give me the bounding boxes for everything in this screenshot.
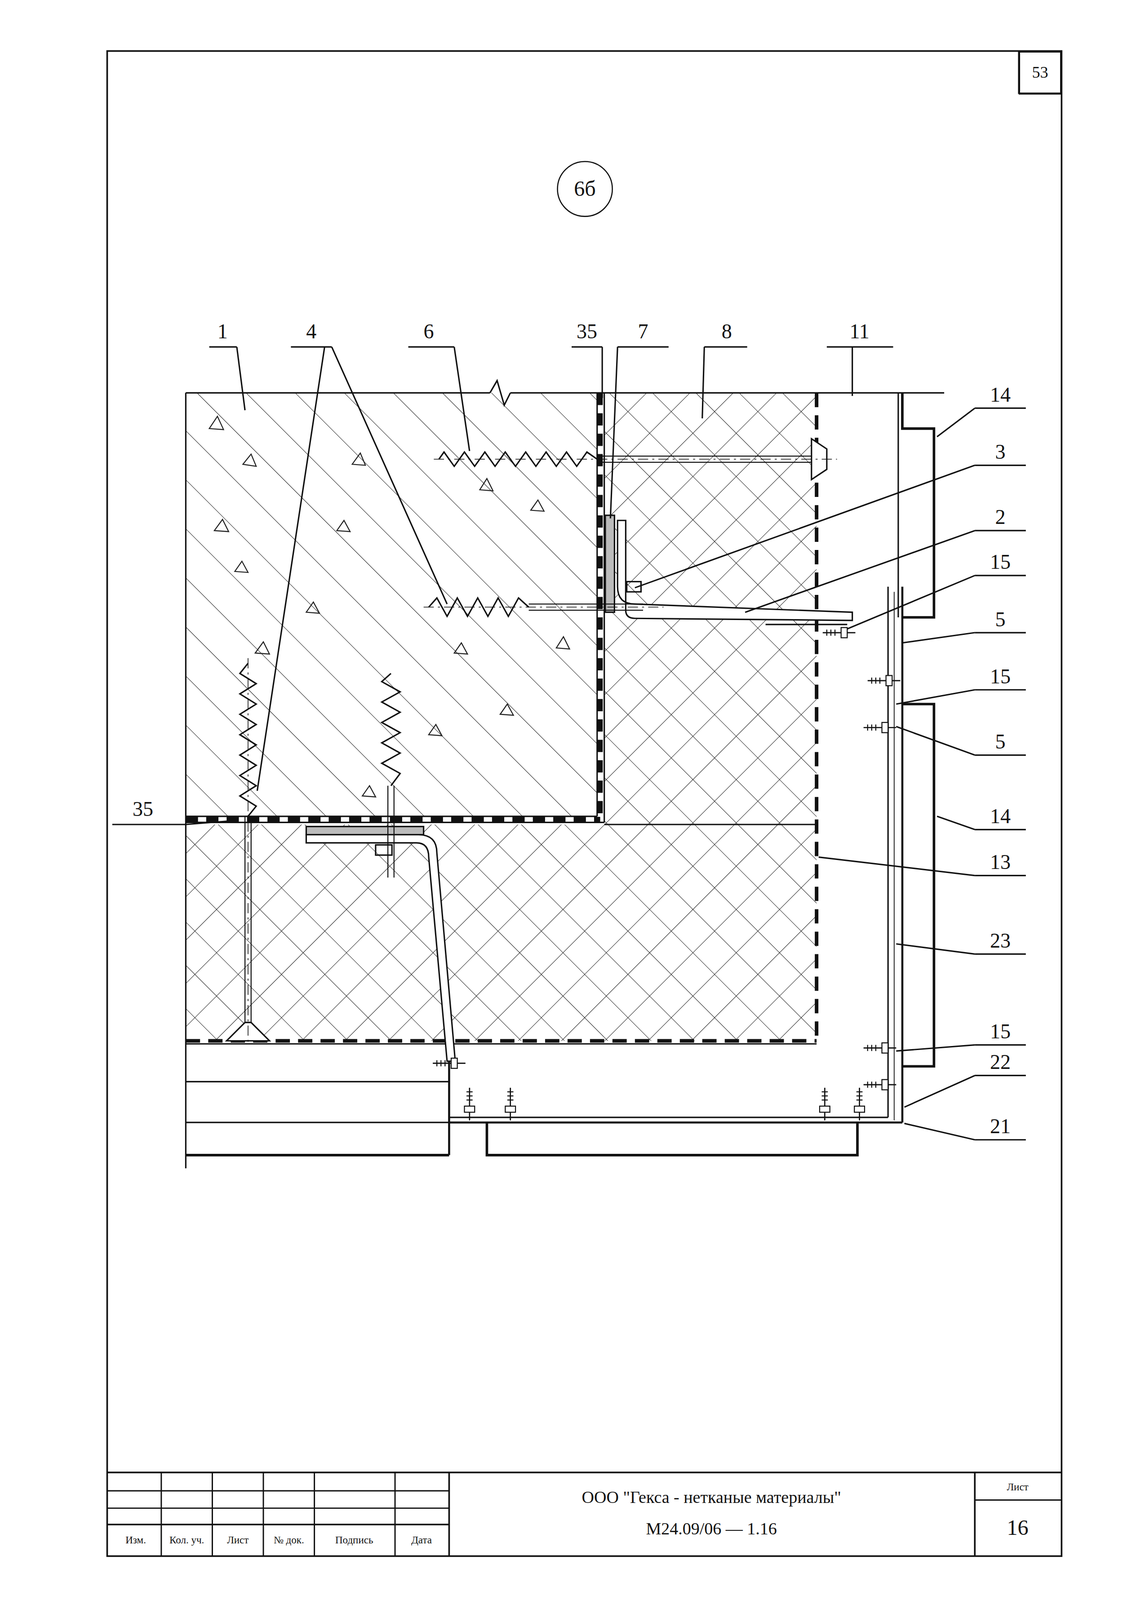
callout-number: 4: [304, 321, 319, 342]
title-block-text: Подпись: [333, 1535, 375, 1546]
callout-number: 21: [988, 1116, 1013, 1137]
callout-number: 35: [574, 321, 600, 342]
title-block-text: Лист: [225, 1535, 251, 1546]
callout-number: 3: [993, 441, 1008, 463]
title-block-text: Лист: [1005, 1481, 1031, 1492]
callout-number: 15: [988, 551, 1013, 573]
callout-number: 23: [988, 930, 1013, 952]
title-block-text: 16: [1005, 1517, 1031, 1539]
callout-number: 14: [988, 384, 1013, 406]
node-text: 6б: [573, 177, 596, 200]
page-number-box: 53: [1018, 51, 1062, 94]
callout-number: 7: [635, 321, 650, 342]
callout-number: 13: [988, 852, 1013, 873]
callout-number: 11: [847, 321, 871, 342]
callout-number: 22: [988, 1052, 1013, 1073]
title-block-text: № док.: [271, 1535, 307, 1546]
callout-number: 15: [988, 666, 1013, 688]
callout-number: 5: [993, 609, 1008, 631]
node-text: 53: [1032, 64, 1049, 81]
callout-number: 2: [993, 506, 1008, 528]
callout-number: 8: [719, 321, 734, 342]
callout-number: 1: [215, 321, 230, 342]
title-block-text: ООО "Гекса - нетканые материалы": [580, 1488, 844, 1506]
detail-circle: 6б: [556, 160, 614, 218]
title-block-text: М24.09/06 — 1.16: [643, 1520, 779, 1538]
callout-number: 15: [988, 1021, 1013, 1043]
callout-number: 6: [421, 321, 436, 342]
title-block-text: Изм.: [123, 1535, 148, 1546]
title-block-text: Дата: [409, 1535, 434, 1546]
title-block-text: Кол. уч.: [167, 1535, 206, 1546]
callout-number: 5: [993, 731, 1008, 753]
callout-number: 14: [988, 806, 1013, 827]
callout-number: 35: [130, 799, 156, 820]
